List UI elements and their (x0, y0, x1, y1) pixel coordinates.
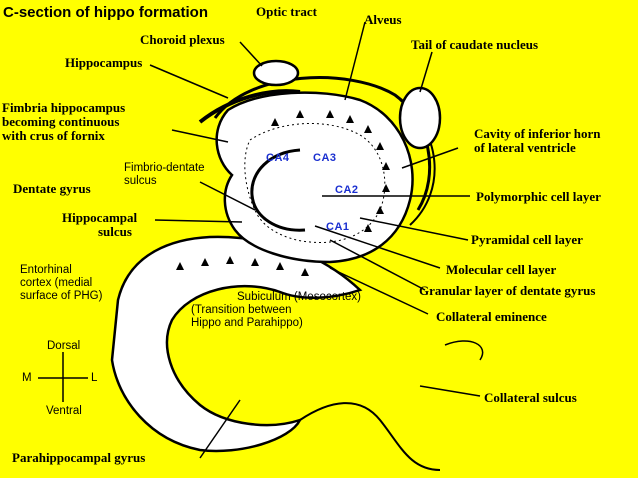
label-entorhinal-line-2: cortex (medial (20, 277, 93, 289)
parahippocampal-gyrus-shape (110, 235, 363, 453)
label-polymorphic-layer: Polymorphic cell layer (476, 189, 601, 204)
label-subiculum: Subiculum (Mesocortex) (Transition betwe… (191, 291, 361, 330)
diagram-title: C-section of hippo formation (3, 4, 208, 21)
label-parahippocampal-gyrus: Parahippocampal gyrus (12, 450, 146, 465)
optic-tract-shape (252, 59, 300, 87)
label-fimbria-line-3: with crus of fornix (2, 128, 105, 143)
label-ventral: Ventral (46, 405, 82, 417)
label-ca4: CA4 (266, 152, 290, 164)
leader-lines (149, 21, 481, 459)
label-choroid-plexus: Choroid plexus (140, 32, 225, 47)
label-alveus: Alveus (364, 12, 402, 27)
label-subiculum-line-3: Hippo and Parahippo) (191, 317, 303, 329)
label-cavity-line-2: of lateral ventricle (474, 140, 576, 155)
label-hippocampal-sulcus-line-1: Hippocampal (62, 210, 138, 225)
fimbria-shape (198, 89, 301, 124)
label-molecular-layer: Molecular cell layer (446, 262, 557, 277)
label-granular-layer: Granular layer of dentate gyrus (419, 283, 596, 298)
label-dorsal: Dorsal (47, 340, 81, 352)
alveus-arc (213, 76, 432, 211)
label-optic-tract: Optic tract (256, 4, 318, 19)
label-fimbrio-dentate-sulcus: Fimbrio-dentate sulcus (124, 162, 205, 188)
label-cavity-line-1: Cavity of inferior horn (474, 126, 601, 141)
label-pyramidal-layer: Pyramidal cell layer (471, 232, 583, 247)
label-ca2: CA2 (335, 184, 359, 196)
label-hippocampal-sulcus-line-2: sulcus (98, 224, 132, 239)
label-hippocampus: Hippocampus (65, 55, 143, 70)
label-dentate-gyrus: Dentate gyrus (13, 181, 91, 196)
label-fimbria: Fimbria hippocampus becoming continuous … (2, 101, 125, 143)
collateral-sulcus-curve (299, 402, 441, 471)
label-ca1: CA1 (326, 221, 350, 233)
label-subiculum-line-2: (Transition between (191, 304, 292, 316)
label-collateral-eminence: Collateral eminence (436, 309, 547, 324)
label-entorhinal-line-1: Entorhinal (20, 264, 72, 276)
pyramidal-cell-marks (176, 110, 390, 276)
label-cavity-inferior-horn: Cavity of inferior horn of lateral ventr… (474, 127, 601, 155)
label-entorhinal-line-3: surface of PHG) (20, 290, 103, 302)
label-ca3: CA3 (313, 152, 337, 164)
dentate-gyrus-shape (250, 148, 306, 232)
label-collateral-sulcus: Collateral sulcus (484, 390, 577, 405)
orientation-cross (38, 352, 88, 402)
label-fimbrio-dentate-line-2: sulcus (124, 175, 157, 187)
ca-inner-region (244, 123, 386, 244)
label-fimbria-line-2: becoming continuous (2, 114, 120, 129)
label-hippocampal-sulcus: Hippocampal sulcus (62, 211, 137, 239)
label-medial: M (22, 372, 32, 384)
label-entorhinal-cortex: Entorhinal cortex (medial surface of PHG… (20, 264, 102, 303)
label-fimbria-line-1: Fimbria hippocampus (2, 100, 126, 115)
label-tail-caudate: Tail of caudate nucleus (411, 37, 539, 52)
label-lateral: L (91, 372, 98, 384)
tail-caudate-shape (398, 86, 442, 150)
collateral-fold-line (444, 340, 484, 361)
label-subiculum-line-1: Subiculum (Mesocortex) (237, 291, 361, 303)
label-fimbrio-dentate-line-1: Fimbrio-dentate (124, 162, 205, 174)
